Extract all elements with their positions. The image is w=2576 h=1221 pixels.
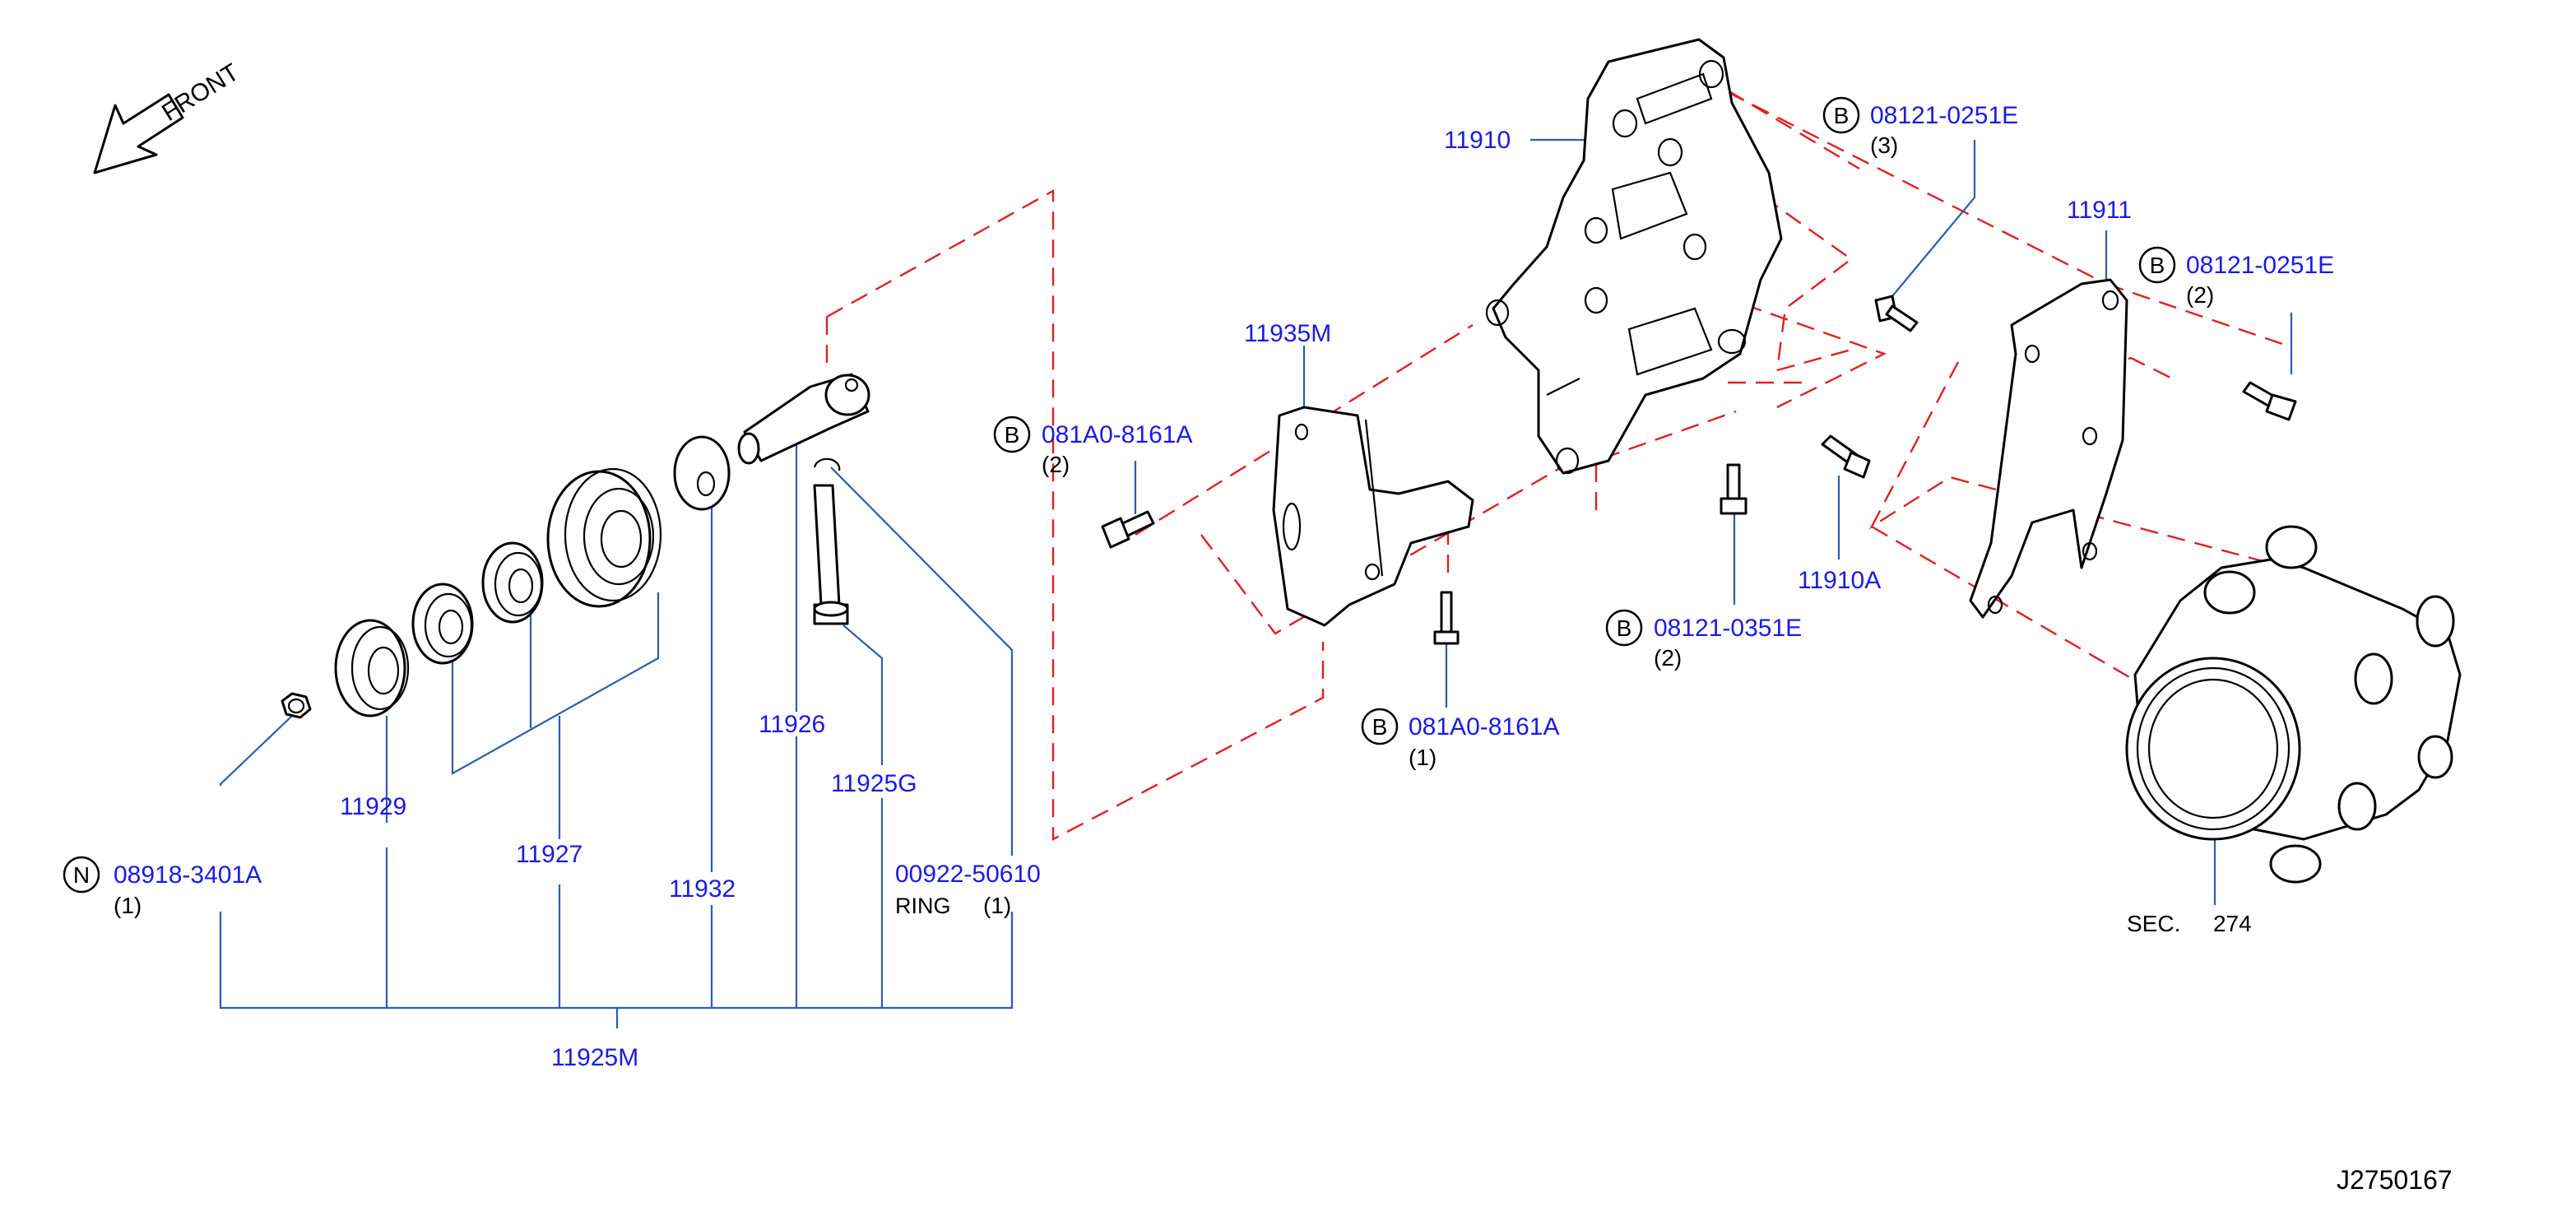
label-11927: 11927 (516, 841, 583, 868)
label-11929: 11929 (340, 793, 406, 820)
label-11910: 11910 (1444, 127, 1511, 154)
sec-text: SEC. (2127, 911, 2180, 936)
svg-text:B: B (1617, 615, 1632, 641)
bolt3-part-code: 081A0-8161A (1042, 421, 1193, 448)
washer-11932-part (673, 435, 731, 511)
ac-compressor-part (2125, 525, 2462, 884)
bolt2-part-code: 08121-0251E (2186, 252, 2334, 279)
svg-text:B: B (1005, 422, 1020, 448)
bolt5-qty: (1) (1409, 745, 1437, 770)
snap-ring-part (813, 457, 841, 471)
bearing-right-part (481, 541, 544, 624)
label-11925g: 11925G (831, 770, 917, 797)
label-11910a: 11910A (1798, 567, 1881, 594)
circle-letter-n: N (63, 856, 100, 894)
bolt4-qty: (2) (1654, 645, 1682, 671)
bolt-08121-0251e-right-part (2242, 381, 2297, 421)
bracket-11910-part (1485, 38, 1783, 475)
nut-qty: (1) (114, 893, 142, 918)
ring-part-code: 00922-50610 (895, 861, 1041, 888)
bolt5-part-code: 081A0-8161A (1409, 713, 1560, 740)
bolt4-part-code: 08121-0351E (1654, 615, 1802, 642)
svg-text:B: B (1834, 103, 1850, 128)
bracket-11911-part (1969, 278, 2128, 619)
circle-letter-b1: B (1822, 96, 1860, 134)
label-11911: 11911 (2067, 197, 2132, 224)
bolt-081a0-lower-part (1433, 591, 1460, 645)
ring-text: RING (895, 894, 951, 918)
svg-text:B: B (2150, 253, 2165, 278)
leader-lines (219, 138, 2293, 1028)
nut-part-code: 08918-3401A (114, 861, 262, 889)
bolt-08121-0251e-upper-part (1874, 295, 1919, 332)
circle-letter-b5: B (1361, 708, 1399, 745)
label-11926: 11926 (759, 711, 825, 738)
front-arrow-icon (93, 93, 184, 174)
front-label: FRONT (157, 58, 244, 127)
sec-number: 274 (2213, 911, 2252, 936)
circle-letter-b4: B (1605, 609, 1643, 647)
bolt-08121-0351e-part (1720, 463, 1748, 515)
svg-text:B: B (1372, 714, 1388, 740)
label-11932: 11932 (669, 875, 736, 903)
bolt2-qty: (2) (2186, 282, 2214, 308)
bolt1-qty: (3) (1870, 132, 1898, 158)
bolt-11925g-part (813, 484, 849, 625)
bolt-081a0-left-part (1101, 510, 1155, 549)
circle-letter-b3: B (993, 416, 1031, 453)
circle-letter-b2: B (2138, 246, 2176, 284)
diagram-id: J2750167 (2337, 1165, 2453, 1195)
shaft-11926-part (737, 373, 870, 465)
nut-part (281, 692, 312, 719)
svg-text:N: N (73, 862, 90, 888)
bolt-11910a-part (1821, 434, 1871, 479)
bracket-11935m-part (1272, 406, 1474, 627)
bearing-left-part (411, 583, 474, 665)
idler-pulley-part (546, 467, 662, 608)
bolt1-part-code: 08121-0251E (1870, 102, 2018, 129)
bolt3-qty: (2) (1042, 452, 1070, 477)
pulley-11929-part (334, 619, 410, 717)
ring-qty: (1) (983, 893, 1011, 918)
label-11935m: 11935M (1244, 320, 1331, 347)
label-11925m: 11925M (551, 1044, 638, 1071)
